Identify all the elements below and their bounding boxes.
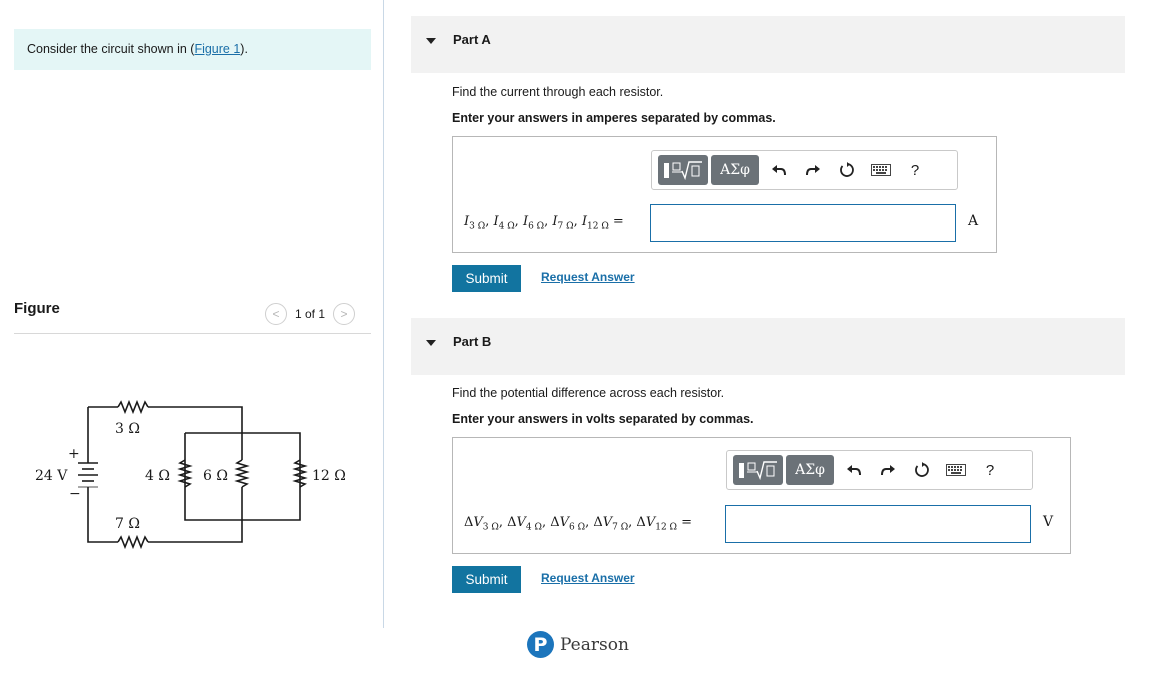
templates-button[interactable] bbox=[733, 455, 783, 485]
question-mark-icon: ? bbox=[985, 461, 995, 479]
undo-button[interactable] bbox=[762, 163, 796, 177]
chevron-right-icon: > bbox=[340, 307, 348, 321]
part-a-unit: A bbox=[968, 213, 979, 229]
fraction-root-icon bbox=[664, 161, 702, 181]
part-b-title: Part B bbox=[453, 334, 492, 349]
part-b-equals: = bbox=[677, 515, 693, 530]
templates-button[interactable] bbox=[658, 155, 708, 185]
redo-button[interactable] bbox=[796, 163, 830, 177]
part-b-request-answer-link[interactable]: Request Answer bbox=[541, 571, 635, 585]
part-a-submit-button[interactable]: Submit bbox=[452, 265, 521, 292]
part-b-header[interactable]: Part B bbox=[411, 318, 1125, 375]
reset-icon bbox=[840, 162, 854, 177]
intro-after: ). bbox=[240, 42, 248, 56]
part-b-toolbar: ΑΣφ ? bbox=[726, 450, 1033, 490]
help-button[interactable]: ? bbox=[973, 462, 1007, 479]
intro-text: Consider the circuit shown in ( bbox=[27, 42, 195, 56]
undo-icon bbox=[847, 465, 861, 476]
pearson-name: Pearson bbox=[560, 634, 629, 655]
keyboard-icon bbox=[871, 164, 891, 176]
pager-count: 1 of 1 bbox=[295, 307, 326, 321]
part-a-equals: = bbox=[608, 214, 624, 229]
part-b-unit: V bbox=[1043, 514, 1054, 530]
part-b-question: Find the potential difference across eac… bbox=[452, 386, 725, 400]
r4-label: 4 Ω bbox=[145, 468, 170, 484]
pearson-brand: P Pearson bbox=[527, 631, 629, 658]
figure-link[interactable]: Figure 1 bbox=[194, 42, 241, 56]
r3-label: 3 Ω bbox=[115, 421, 140, 437]
collapse-triangle-icon bbox=[426, 340, 436, 346]
circuit-diagram: + − 24 V 3 Ω 7 Ω 4 Ω 6 Ω 12 Ω bbox=[35, 399, 346, 550]
pearson-logo-icon: P bbox=[527, 631, 554, 658]
undo-button[interactable] bbox=[837, 463, 871, 477]
r6-label: 6 Ω bbox=[203, 468, 228, 484]
undo-icon bbox=[772, 165, 786, 176]
part-a-answer-input[interactable] bbox=[650, 204, 956, 242]
greek-symbols-button[interactable]: ΑΣφ bbox=[711, 155, 759, 185]
reset-button[interactable] bbox=[905, 462, 939, 478]
r7-label: 7 Ω bbox=[115, 516, 140, 532]
prev-figure-button[interactable]: < bbox=[265, 303, 287, 325]
part-b-answer-input[interactable] bbox=[725, 505, 1031, 543]
fraction-root-icon bbox=[739, 461, 777, 481]
column-divider bbox=[383, 0, 384, 628]
redo-button[interactable] bbox=[871, 463, 905, 477]
part-a-expression: I3 Ω, I4 Ω, I6 Ω, I7 Ω, I12 Ω = bbox=[464, 214, 624, 232]
part-a-header[interactable]: Part A bbox=[411, 16, 1125, 73]
figure-title: Figure bbox=[14, 300, 60, 317]
source-label: 24 V bbox=[35, 468, 68, 484]
next-figure-button[interactable]: > bbox=[333, 303, 356, 325]
redo-icon bbox=[806, 165, 820, 176]
redo-icon bbox=[881, 465, 895, 476]
part-a-question: Find the current through each resistor. bbox=[452, 85, 664, 99]
help-button[interactable]: ? bbox=[898, 162, 932, 179]
greek-symbols-button[interactable]: ΑΣφ bbox=[786, 455, 834, 485]
battery-minus: − bbox=[69, 486, 81, 502]
keyboard-button[interactable] bbox=[864, 164, 898, 176]
part-b-expression: ΔV3 Ω, ΔV4 Ω, ΔV6 Ω, ΔV7 Ω, ΔV12 Ω = bbox=[464, 515, 693, 533]
part-a-instruction: Enter your answers in amperes separated … bbox=[452, 111, 776, 125]
part-a-toolbar: ΑΣφ ? bbox=[651, 150, 958, 190]
reset-icon bbox=[915, 462, 929, 477]
chevron-left-icon: < bbox=[272, 307, 280, 321]
figure-divider bbox=[14, 333, 371, 334]
part-b-instruction: Enter your answers in volts separated by… bbox=[452, 412, 754, 426]
battery-plus: + bbox=[68, 446, 80, 462]
figure-pager: < 1 of 1 > bbox=[265, 303, 356, 325]
collapse-triangle-icon bbox=[426, 38, 436, 44]
part-a-request-answer-link[interactable]: Request Answer bbox=[541, 270, 635, 284]
reset-button[interactable] bbox=[830, 162, 864, 178]
part-a-title: Part A bbox=[453, 32, 491, 47]
question-mark-icon: ? bbox=[910, 161, 920, 179]
keyboard-button[interactable] bbox=[939, 464, 973, 476]
problem-intro: Consider the circuit shown in (Figure 1)… bbox=[14, 29, 371, 70]
keyboard-icon bbox=[946, 464, 966, 476]
part-b-submit-button[interactable]: Submit bbox=[452, 566, 521, 593]
r12-label: 12 Ω bbox=[312, 468, 346, 484]
